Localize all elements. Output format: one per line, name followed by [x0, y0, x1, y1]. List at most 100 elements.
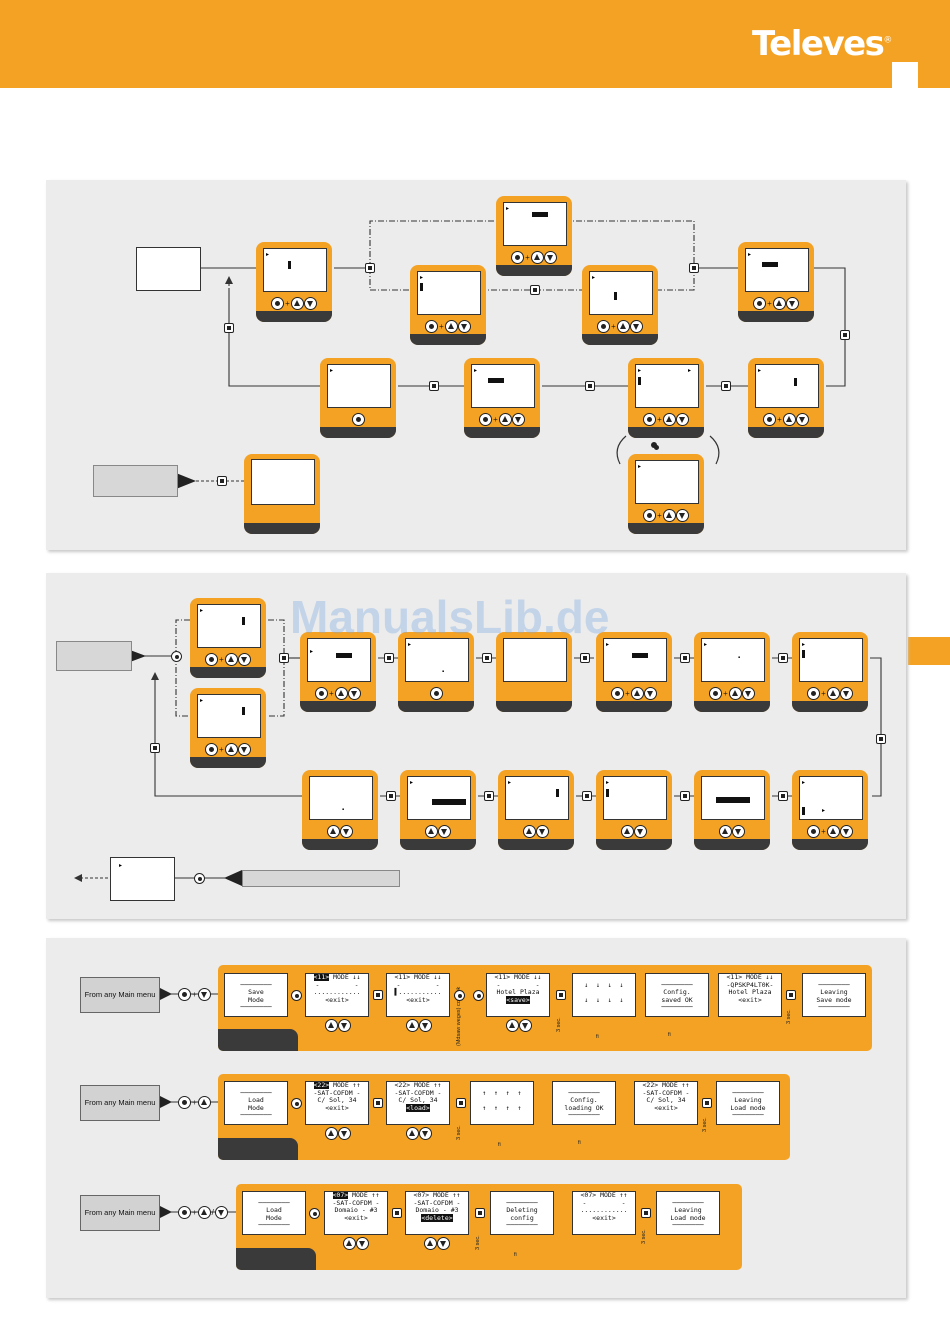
- up-arrow-button-icon[interactable]: [662, 509, 676, 523]
- load-summary-screen: <22> MODE ↑↑-SAT-COFDM -C/ Sol, 34<exit>: [634, 1081, 698, 1125]
- down-arrow-button-icon[interactable]: [438, 825, 451, 839]
- up-arrow-button-icon[interactable]: [325, 1127, 338, 1140]
- center-button-icon[interactable]: [709, 687, 723, 701]
- down-arrow-button-icon[interactable]: [419, 1019, 432, 1032]
- center-button-icon[interactable]: [479, 413, 493, 427]
- down-arrow-button-icon[interactable]: [543, 251, 557, 265]
- down-arrow-button-icon[interactable]: [303, 297, 317, 311]
- center-button-icon[interactable]: [611, 687, 625, 701]
- up-arrow-button-icon[interactable]: [826, 687, 840, 701]
- save-nav-1: [325, 1019, 351, 1032]
- up-arrow-button-icon[interactable]: [662, 413, 676, 427]
- center-button-icon[interactable]: [315, 687, 329, 701]
- down-arrow-button-icon[interactable]: [511, 413, 525, 427]
- down-arrow-button-icon[interactable]: [237, 743, 251, 757]
- up-arrow-button-icon[interactable]: [406, 1019, 419, 1032]
- center-button-icon[interactable]: [271, 297, 285, 311]
- down-arrow-button-icon[interactable]: [629, 320, 643, 334]
- down-arrow-button-icon[interactable]: [338, 1127, 351, 1140]
- device-screen: ▸▸ +: [628, 358, 704, 438]
- up-arrow-button-icon[interactable]: [772, 297, 786, 311]
- down-arrow-button-icon[interactable]: [437, 1237, 450, 1250]
- up-arrow-button-icon[interactable]: [425, 825, 438, 839]
- down-arrow-button-icon[interactable]: [519, 1019, 532, 1032]
- center-button-icon[interactable]: [643, 509, 657, 523]
- up-arrow-button-icon[interactable]: [224, 743, 238, 757]
- up-arrow-button-icon[interactable]: [444, 320, 458, 334]
- down-arrow-button-icon[interactable]: [839, 687, 853, 701]
- panel-2: [46, 573, 906, 919]
- center-button-icon[interactable]: [753, 297, 767, 311]
- up-arrow-button-icon[interactable]: [728, 687, 742, 701]
- down-arrow-button-icon[interactable]: [356, 1237, 369, 1250]
- up-arrow-button-icon[interactable]: [334, 687, 348, 701]
- up-arrow-button-icon[interactable]: [290, 297, 304, 311]
- device-screen: ▸ +: [792, 632, 868, 712]
- down-arrow-button-icon[interactable]: [732, 825, 745, 839]
- load-arrows-screen: ↑ ↑ ↑ ↑↑ ↑ ↑ ↑: [470, 1081, 534, 1125]
- center-button-icon[interactable]: [429, 687, 443, 701]
- up-arrow-button-icon[interactable]: [826, 825, 840, 839]
- center-button-icon[interactable]: [178, 1206, 191, 1219]
- header-notch: [892, 62, 918, 88]
- down-arrow-button-icon[interactable]: [214, 1206, 228, 1219]
- center-button-icon[interactable]: [178, 988, 191, 1001]
- up-arrow-button-icon[interactable]: [343, 1237, 356, 1250]
- center-button-icon[interactable]: [425, 320, 439, 334]
- down-arrow-button-icon[interactable]: [675, 509, 689, 523]
- down-arrow-button-icon[interactable]: [237, 653, 251, 667]
- down-arrow-button-icon[interactable]: [785, 297, 799, 311]
- center-button-icon[interactable]: [205, 743, 219, 757]
- up-arrow-button-icon[interactable]: [719, 825, 732, 839]
- center-button-icon[interactable]: [807, 825, 821, 839]
- down-arrow-button-icon[interactable]: [741, 687, 755, 701]
- up-arrow-button-icon[interactable]: [327, 825, 340, 839]
- down-arrow-button-icon[interactable]: [340, 825, 353, 839]
- up-arrow-button-icon[interactable]: [224, 653, 238, 667]
- up-arrow-button-icon[interactable]: [782, 413, 796, 427]
- up-arrow-button-icon[interactable]: [523, 825, 536, 839]
- delete-empty-slot-screen: <07> MODE ↑↑- -............<exit>: [572, 1191, 636, 1235]
- down-arrow-button-icon[interactable]: [675, 413, 689, 427]
- center-button-icon[interactable]: [178, 1096, 191, 1109]
- up-arrow-button-icon[interactable]: [406, 1127, 419, 1140]
- up-arrow-button-icon[interactable]: [197, 1206, 211, 1219]
- down-arrow-button-icon[interactable]: [197, 988, 211, 1001]
- up-arrow-button-icon[interactable]: [325, 1019, 338, 1032]
- center-button-icon[interactable]: [205, 653, 219, 667]
- up-arrow-button-icon[interactable]: [197, 1096, 211, 1109]
- center-button-icon[interactable]: [511, 251, 525, 265]
- save-delay-2: 3 sec.: [786, 1009, 792, 1024]
- connector-round-icon: [309, 1208, 320, 1219]
- from-main-menu-load: From any Main menu: [80, 1085, 160, 1121]
- down-arrow-button-icon[interactable]: [338, 1019, 351, 1032]
- center-button-icon[interactable]: [351, 413, 365, 427]
- device-screen: [694, 770, 770, 850]
- up-arrow-button-icon[interactable]: [616, 320, 630, 334]
- down-arrow-button-icon[interactable]: [795, 413, 809, 427]
- down-arrow-button-icon[interactable]: [839, 825, 853, 839]
- down-arrow-button-icon[interactable]: [347, 687, 361, 701]
- up-arrow-button-icon[interactable]: [530, 251, 544, 265]
- down-arrow-button-icon[interactable]: [457, 320, 471, 334]
- device-screen: ▸: [596, 770, 672, 850]
- up-arrow-button-icon[interactable]: [630, 687, 644, 701]
- down-arrow-button-icon[interactable]: [536, 825, 549, 839]
- connector-square-icon: [778, 791, 788, 801]
- up-arrow-button-icon[interactable]: [621, 825, 634, 839]
- up-arrow-button-icon[interactable]: [424, 1237, 437, 1250]
- save-arrows-screen: ↓ ↓ ↓ ↓↓ ↓ ↓ ↓: [572, 973, 636, 1017]
- center-button-icon[interactable]: [763, 413, 777, 427]
- down-arrow-button-icon[interactable]: [634, 825, 647, 839]
- save-ok-screen: ────────Config.saved OK────────: [645, 973, 709, 1017]
- up-arrow-button-icon[interactable]: [506, 1019, 519, 1032]
- down-arrow-button-icon[interactable]: [643, 687, 657, 701]
- center-button-icon[interactable]: [807, 687, 821, 701]
- center-button-icon[interactable]: [643, 413, 657, 427]
- center-button-icon[interactable]: [597, 320, 611, 334]
- connector-square-icon: [876, 734, 886, 744]
- up-arrow-button-icon[interactable]: [498, 413, 512, 427]
- connector-square-icon: [217, 476, 227, 486]
- save-side-note: (Mdsaw weges) cotonok: [456, 986, 462, 1046]
- down-arrow-button-icon[interactable]: [419, 1127, 432, 1140]
